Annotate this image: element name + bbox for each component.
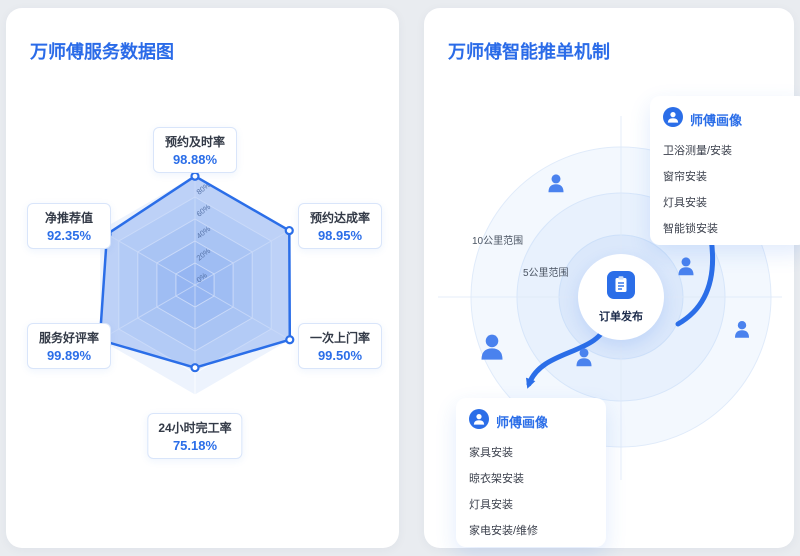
- metric-label: 预约达成率: [309, 211, 370, 225]
- radar-vertex-dot: [285, 335, 295, 345]
- radar-data-polygon: [98, 174, 292, 369]
- metric-value: 92.35%: [46, 228, 92, 243]
- metric-label: 服务好评率: [38, 331, 99, 345]
- metric-label: 预约及时率: [164, 135, 225, 149]
- service-item: 家具安装: [469, 447, 513, 459]
- radar-chart: 0%20%40%60%80%100%: [95, 155, 295, 396]
- service-item: 灯具安装: [663, 197, 707, 209]
- person-icon: [663, 107, 683, 132]
- hub-label: 订单发布: [599, 310, 643, 323]
- person-icon: [678, 257, 694, 276]
- radar-axis-line: [194, 284, 291, 341]
- person-icon: [735, 321, 749, 338]
- callout-header: 师傅画像: [663, 107, 795, 132]
- metric-box-appointment-timeliness: 预约及时率 98.88%: [153, 127, 237, 173]
- metric-box-24h-completion: 24小时完工率 75.18%: [147, 413, 243, 459]
- master-profile-card-bottom: 师傅画像 家具安装 晾衣架安装 灯具安装 家电安装/维修: [456, 398, 606, 547]
- clipboard-icon: [607, 270, 635, 304]
- service-item: 家电安装/维修: [469, 525, 539, 537]
- metric-value: 75.18%: [172, 438, 218, 453]
- callout-title: 师傅画像: [496, 415, 549, 430]
- radar-vertex-dot: [284, 225, 294, 236]
- person-icon: [481, 334, 503, 360]
- service-item: 灯具安装: [469, 499, 513, 511]
- range-label-10km: 10公里范围: [472, 236, 524, 247]
- person-icon: [576, 348, 592, 367]
- metric-value: 99.89%: [46, 348, 92, 363]
- service-data-card: 万师傅服务数据图 0%20%40%60%80%100% 预约及时率 98.88%…: [6, 8, 399, 548]
- radar-axis-line: [99, 284, 196, 341]
- service-item: 窗帘安装: [663, 171, 707, 183]
- person-icon: [548, 174, 564, 193]
- metric-label: 净推荐值: [44, 211, 93, 225]
- callout-header: 师傅画像: [469, 409, 593, 434]
- radar-axis-line: [194, 229, 291, 286]
- metric-value: 98.88%: [172, 152, 218, 167]
- dispatch-arrow-up-icon: [675, 233, 717, 327]
- left-card-title: 万师傅服务数据图: [30, 42, 174, 62]
- master-profile-card-top: 师傅画像 卫浴测量/安装 窗帘安装 灯具安装 智能锁安装: [650, 96, 800, 245]
- metric-box-first-visit: 一次上门率 99.50%: [298, 323, 382, 369]
- service-item: 卫浴测量/安装: [663, 145, 733, 157]
- dispatch-mechanism-card: 万师傅智能推单机制 10公里范围 5公里范围 订单发布: [424, 8, 800, 548]
- metric-box-nps: 净推荐值 92.35%: [27, 203, 111, 249]
- service-item: 晾衣架安装: [469, 473, 524, 485]
- order-publish-hub: 订单发布: [578, 254, 664, 340]
- radar-vertex-dot: [190, 171, 200, 181]
- metric-box-good-review: 服务好评率 99.89%: [27, 323, 111, 369]
- radar-axis-line: [99, 229, 196, 286]
- range-label-5km: 5公里范围: [523, 268, 569, 279]
- metric-value: 99.50%: [317, 348, 363, 363]
- right-card-title: 万师傅智能推单机制: [448, 42, 610, 62]
- person-icon: [469, 409, 489, 434]
- metric-box-appointment-success: 预约达成率 98.95%: [298, 203, 382, 249]
- metric-label: 一次上门率: [309, 331, 370, 345]
- metric-value: 98.95%: [317, 228, 363, 243]
- callout-title: 师傅画像: [690, 113, 743, 128]
- radar-vertex-dot: [190, 363, 200, 373]
- metric-label: 24小时完工率: [158, 421, 232, 435]
- service-item: 智能锁安装: [663, 223, 718, 235]
